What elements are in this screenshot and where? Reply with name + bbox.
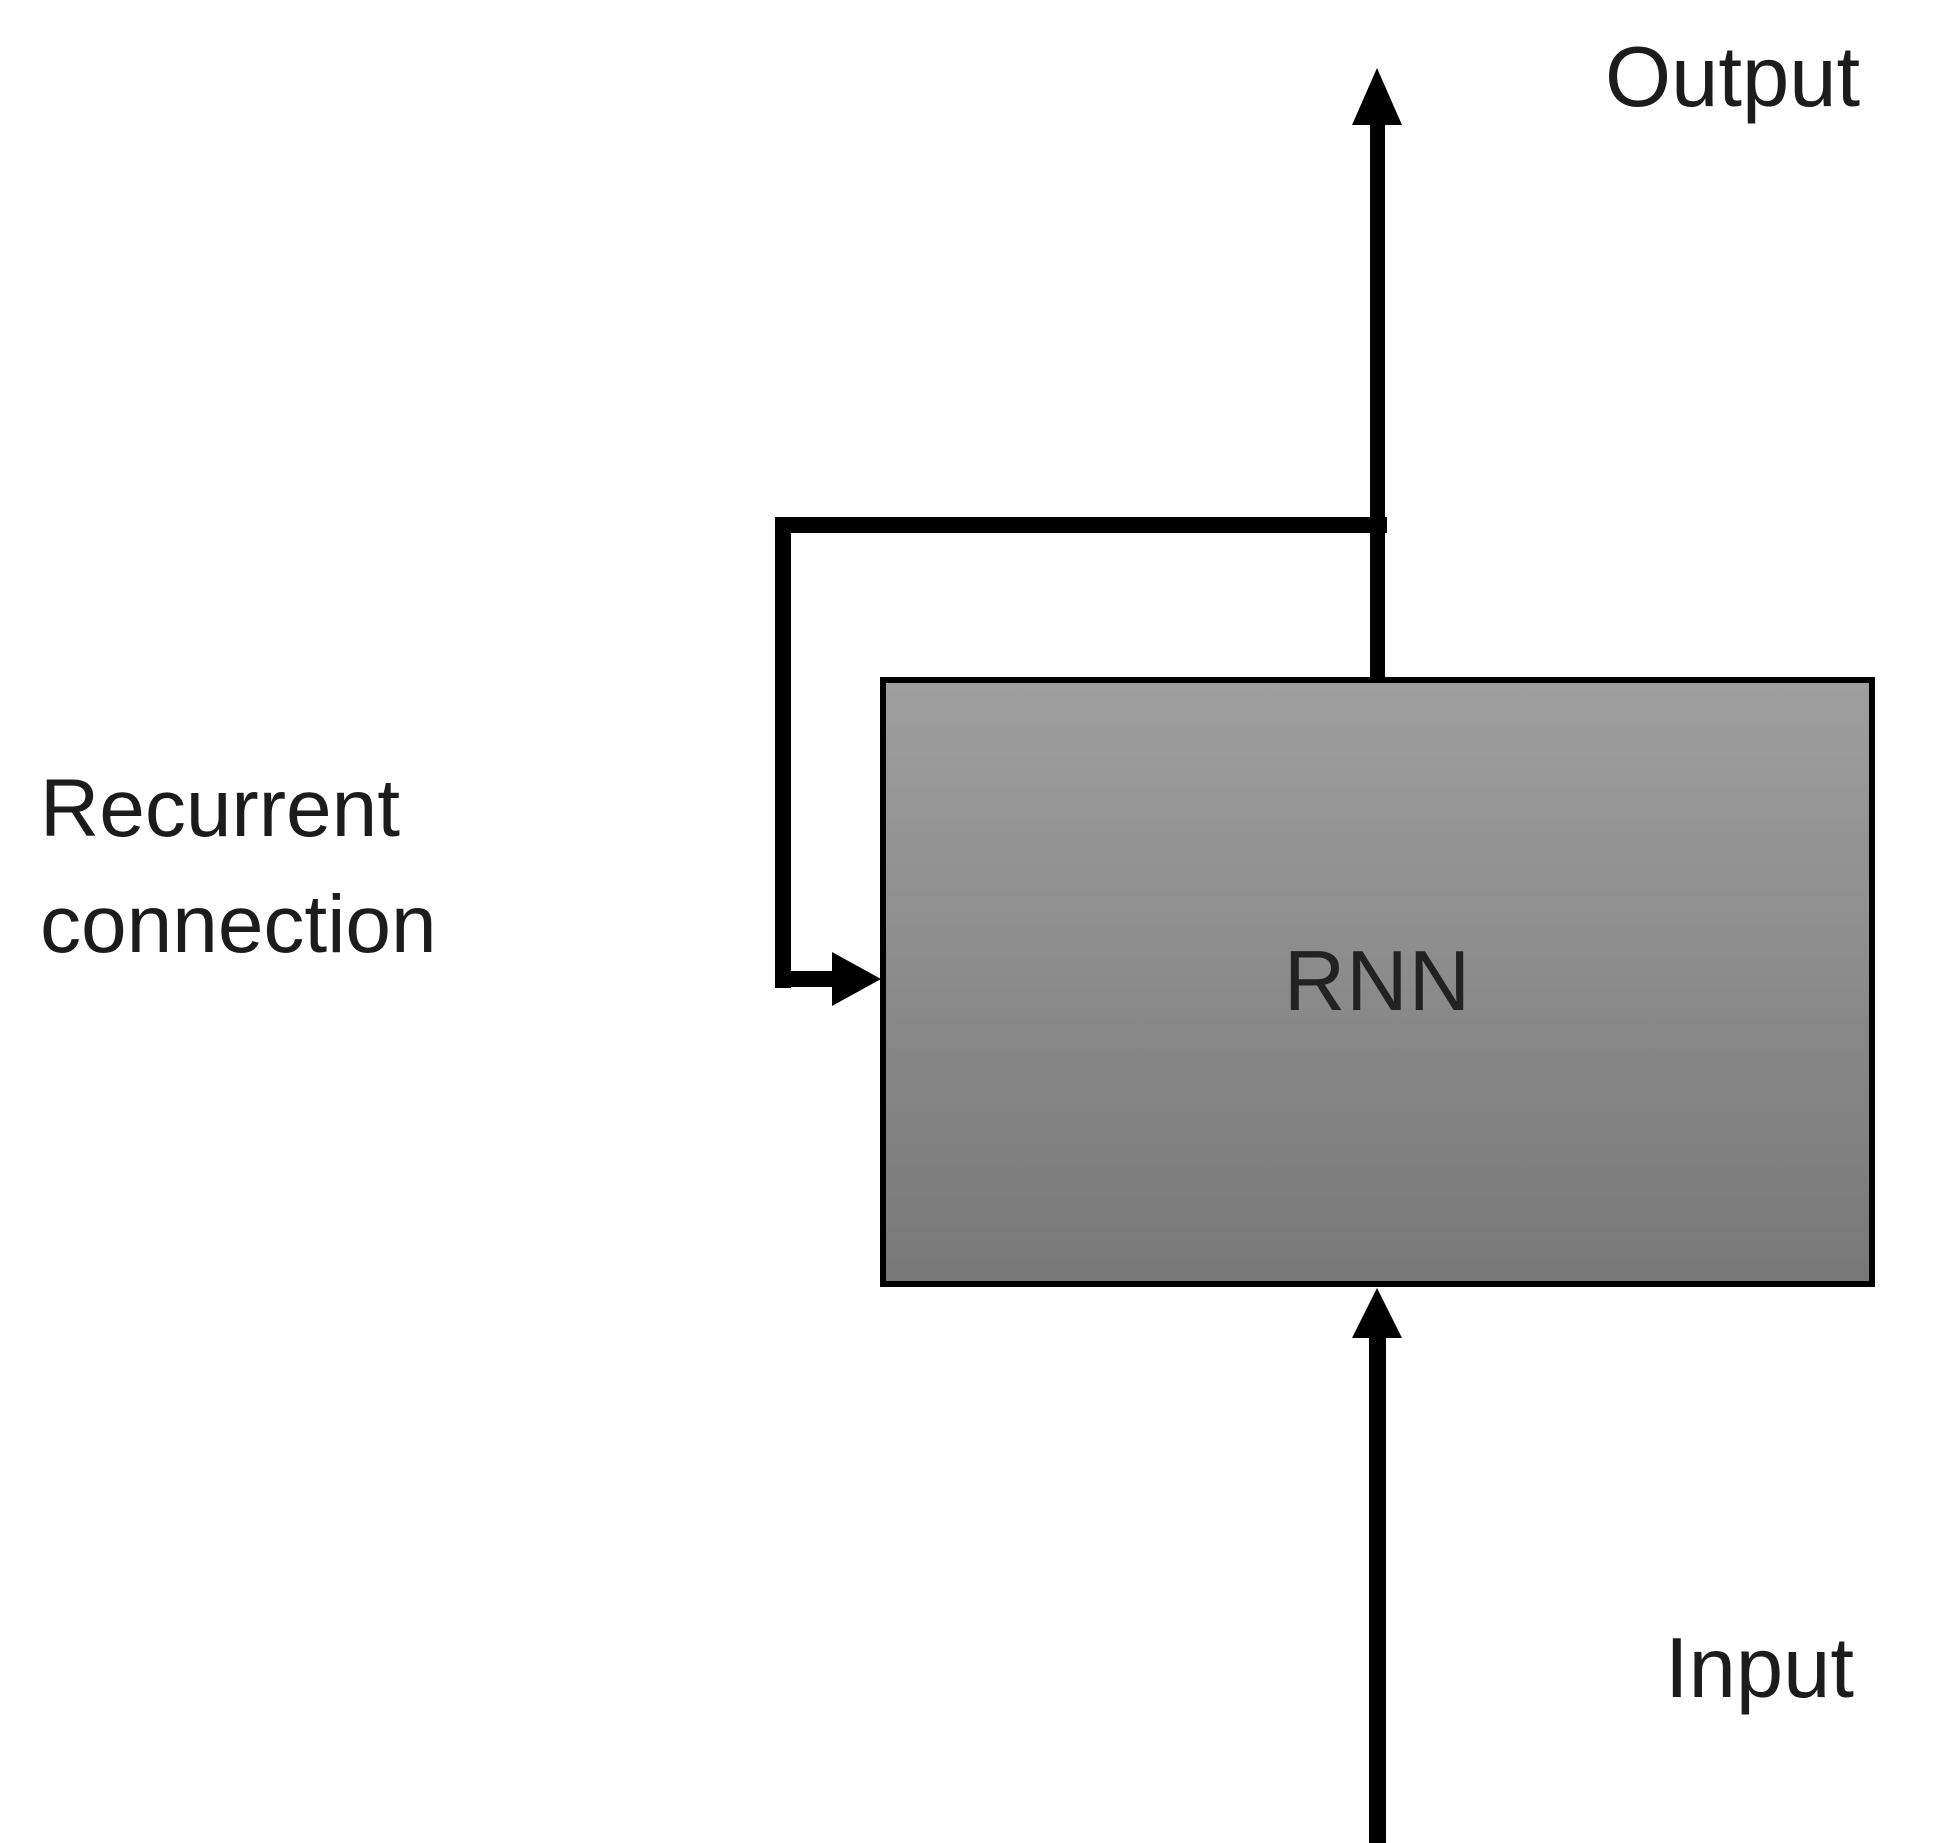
recurrent-connection-label: Recurrent connection [40, 763, 437, 971]
recurrent-loop-left-segment [775, 517, 791, 988]
recurrent-loop-top-segment [775, 517, 1387, 533]
output-arrowhead-icon [1352, 68, 1402, 125]
rnn-box: RNN [880, 677, 1875, 1287]
input-label: Input [1665, 1621, 1855, 1716]
rnn-box-label: RNN [1283, 934, 1472, 1029]
input-arrow-shaft [1369, 1332, 1386, 1843]
input-arrowhead-icon [1352, 1288, 1402, 1338]
output-label: Output [1605, 30, 1861, 125]
recurrent-loop-bottom-segment [775, 971, 837, 987]
recurrent-arrowhead-icon [832, 952, 881, 1006]
output-arrow-shaft [1370, 120, 1385, 680]
